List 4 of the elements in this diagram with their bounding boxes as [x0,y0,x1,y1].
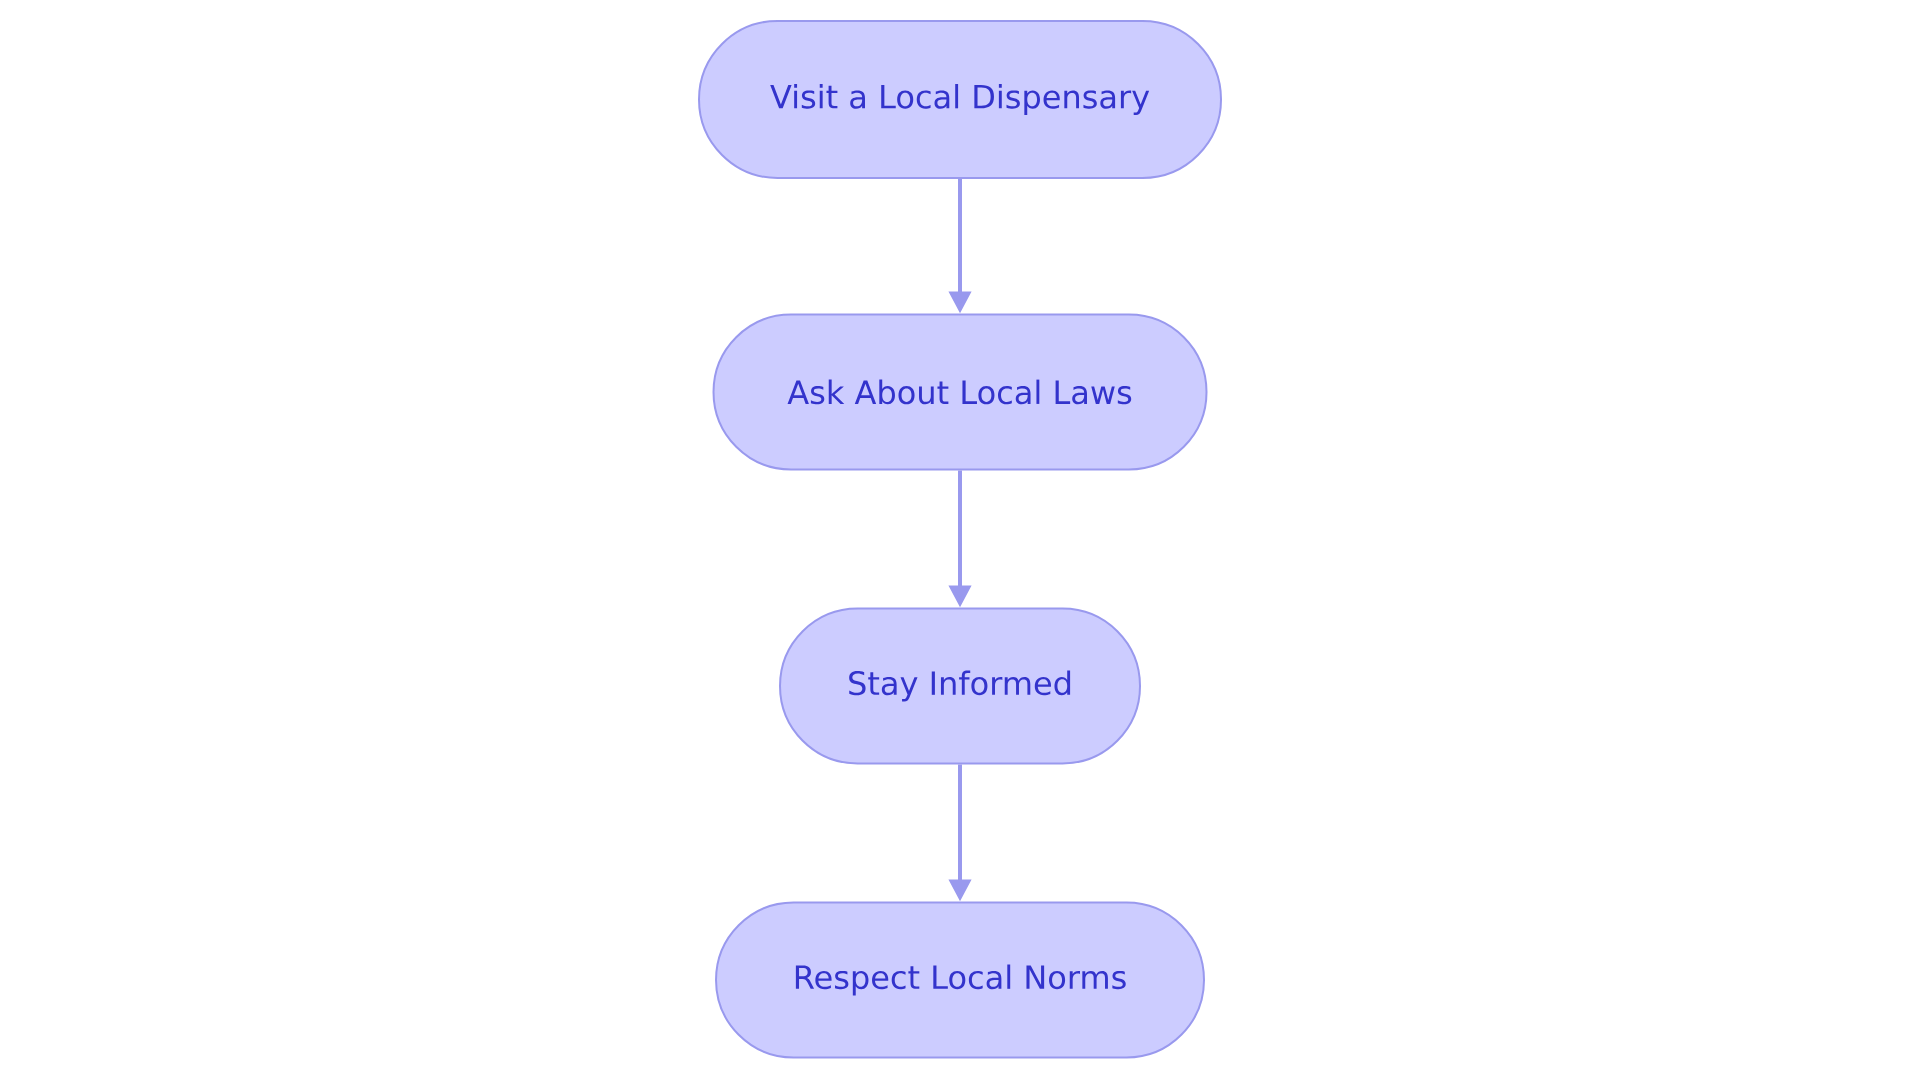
process-box: Respect Local Norms [715,901,1205,1059]
process-box: Ask About Local Laws [712,313,1208,471]
process-box: Visit a Local Dispensary [698,20,1222,179]
process-box: Stay Informed [779,607,1141,765]
